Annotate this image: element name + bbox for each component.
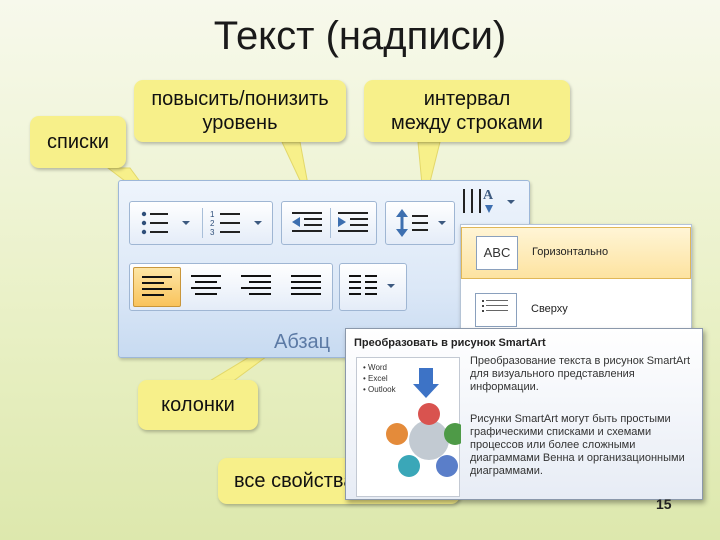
align-right-icon: [241, 275, 271, 295]
line-spacing-button[interactable]: [390, 206, 452, 240]
spacing-callout-line1: интервал: [423, 88, 511, 110]
tooltip-title: Преобразовать в рисунок SmartArt: [354, 337, 546, 349]
columns-button[interactable]: [343, 267, 403, 307]
align-left-button[interactable]: [133, 267, 181, 307]
align-center-button[interactable]: [183, 267, 231, 307]
bulleted-list-icon: [141, 211, 190, 235]
columns-group: [339, 263, 407, 311]
tooltip-line: для визуального представления: [470, 368, 635, 380]
columns-callout: колонки: [138, 380, 258, 430]
tooltip-line: информации.: [470, 381, 539, 393]
smartart-preview: • Word • Excel • Outlook: [356, 357, 461, 497]
indent-callout: повысить/понизить уровень: [134, 80, 346, 142]
tooltip-line: Преобразование текста в рисунок SmartArt: [470, 355, 691, 367]
tooltip-line: диаграммами.: [470, 465, 543, 477]
page-number: 15: [656, 496, 672, 512]
decrease-indent-icon: [292, 212, 322, 232]
convert-smartart-icon: [386, 368, 461, 477]
text-direction-gallery: ABC Горизонтально Сверху: [460, 224, 692, 336]
slide-title: Текст (надписи): [213, 14, 507, 58]
numbered-list-icon: 1 2 3: [210, 210, 262, 237]
decrease-indent-button[interactable]: [286, 206, 328, 240]
lists-callout: списки: [30, 116, 126, 168]
tooltip-line: Рисунки SmartArt могут быть простыми: [470, 413, 671, 425]
indent-callout-line2: уровень: [202, 112, 278, 134]
indent-buttons-group: [281, 201, 377, 245]
align-right-button[interactable]: [233, 267, 281, 307]
text-direction-button[interactable]: A: [459, 183, 521, 219]
svg-text:A: A: [483, 188, 494, 203]
gallery-label-horizontal: Горизонтально: [532, 246, 609, 258]
tooltip-details: Рисунки SmartArt могут быть простыми гра…: [470, 413, 698, 478]
gallery-thumb-top: [475, 293, 517, 327]
tooltip-line: диаграммами Венна и организационными: [470, 452, 685, 464]
preview-list-item: • Word: [363, 363, 387, 372]
tooltip-line: процессов или более сложными: [470, 439, 636, 451]
gallery-item-top[interactable]: Сверху: [461, 285, 691, 337]
list-buttons-group: 1 2 3: [129, 201, 273, 245]
gallery-thumb-horizontal: ABC: [476, 236, 518, 270]
justify-button[interactable]: [283, 267, 331, 307]
increase-indent-icon: [338, 212, 368, 232]
svg-text:1: 1: [210, 210, 215, 219]
columns-icon: [349, 275, 395, 295]
alignment-group: [129, 263, 333, 311]
align-left-icon: [142, 276, 172, 296]
svg-text:3: 3: [210, 228, 215, 237]
align-center-icon: [191, 275, 221, 295]
preview-list-item: • Excel: [363, 374, 388, 383]
line-spacing-group: [385, 201, 455, 245]
lists-callout-text: списки: [47, 131, 109, 153]
spacing-callout: интервал между строками: [364, 80, 570, 142]
text-direction-icon: A: [463, 188, 515, 213]
preview-list-item: • Outlook: [363, 385, 396, 394]
gallery-label-top: Сверху: [531, 303, 568, 315]
gallery-item-horizontal[interactable]: ABC Горизонтально: [461, 227, 691, 279]
line-spacing-icon: [396, 209, 446, 237]
indent-callout-line1: повысить/понизить: [151, 88, 329, 110]
increase-indent-button[interactable]: [332, 206, 374, 240]
all-properties-callout-text: все свойства: [234, 470, 355, 492]
columns-callout-text: колонки: [161, 394, 235, 416]
svg-text:2: 2: [210, 219, 215, 228]
tooltip-description: Преобразование текста в рисунок SmartArt…: [470, 355, 698, 394]
top-align-thumb-icon: [482, 300, 508, 312]
bullets-button[interactable]: [134, 206, 196, 240]
preview-list: • Word • Excel • Outlook: [363, 362, 396, 395]
numbering-button[interactable]: 1 2 3: [206, 206, 268, 240]
tooltip-line: графическими списками и схемами: [470, 426, 652, 438]
justify-icon: [291, 275, 321, 295]
ribbon-group-label: Абзац: [274, 331, 331, 353]
smartart-tooltip: Преобразовать в рисунок SmartArt • Word …: [345, 328, 703, 500]
spacing-callout-line2: между строками: [391, 112, 543, 134]
